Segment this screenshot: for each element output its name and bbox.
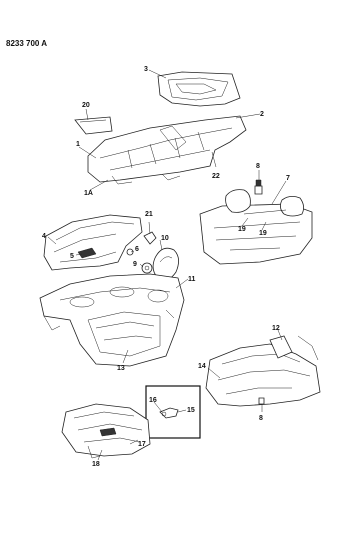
callout-1: 1 — [76, 141, 80, 148]
detail-inset — [145, 385, 201, 439]
callout-7: 7 — [286, 175, 290, 182]
diagram-code: 8233 700 A — [6, 39, 47, 48]
callout-6: 6 — [135, 246, 139, 253]
callout-21: 21 — [145, 211, 153, 218]
callout-17: 17 — [138, 441, 146, 448]
callout-14: 14 — [198, 363, 206, 370]
callout-9: 9 — [133, 261, 137, 268]
callout-3: 3 — [144, 66, 148, 73]
callout-16: 16 — [149, 397, 157, 404]
callout-22: 22 — [212, 173, 220, 180]
trunk-floor-lower — [61, 403, 151, 461]
callout-15: 15 — [187, 407, 195, 414]
callout-5: 5 — [70, 253, 74, 260]
callout-8-seat: 8 — [256, 163, 260, 170]
callout-19-right: 19 — [259, 230, 267, 237]
floor-carpet-assembly — [74, 69, 261, 191]
callout-12: 12 — [272, 325, 280, 332]
callout-4: 4 — [42, 233, 46, 240]
callout-18: 18 — [92, 461, 100, 468]
callout-20: 20 — [82, 102, 90, 109]
trunk-side-trim — [205, 329, 321, 412]
rear-seat-back-panel — [199, 170, 313, 265]
callout-labels: 1 1A 2 3 4 5 6 7 8 8 9 10 11 12 13 14 15… — [42, 66, 290, 468]
trunk-compartment — [39, 273, 189, 367]
deck-lid-assembly — [43, 214, 179, 281]
callout-1a: 1A — [84, 190, 93, 197]
callout-2: 2 — [260, 111, 264, 118]
callout-19-left: 19 — [238, 226, 246, 233]
callout-13: 13 — [117, 365, 125, 372]
callout-10: 10 — [161, 235, 169, 242]
callout-8-trim: 8 — [259, 415, 263, 422]
callout-11: 11 — [188, 276, 196, 283]
